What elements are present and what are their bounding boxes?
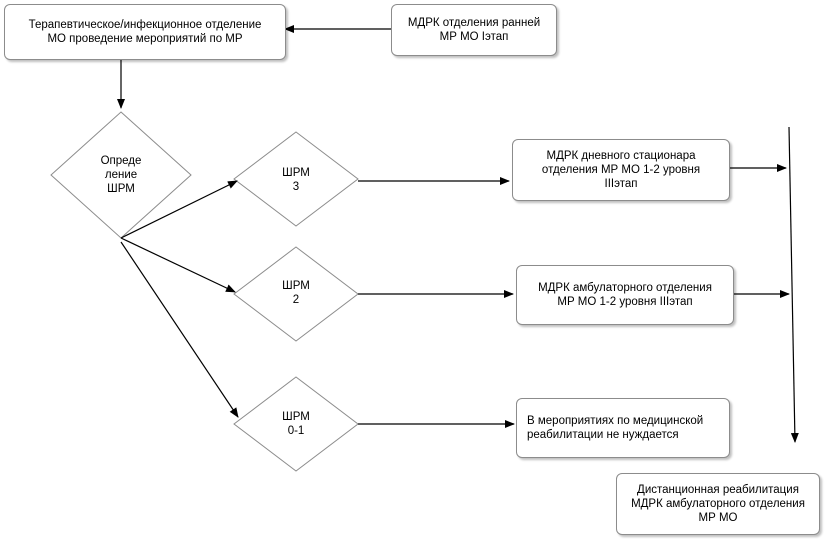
arrow-decision-to-shrm-3 [120,180,238,239]
decision-shrm-0-1-diamond [233,376,359,472]
box-mdrk-early-line1: МДРК отделения ранней [407,17,541,29]
decision-shrm-0-1-line2: 0-1 [287,425,305,437]
box-mdrk-early-line2: МР МО Iэтап [439,31,509,43]
box-mdrk-outpatient-line1: МДРК амбулаторного отделения [538,282,712,294]
decision-shrm-3-line1: ШРМ [282,167,310,179]
decision-shrm-0-1-line1: ШРМ [282,411,310,423]
arrow-decision-to-shrm-2 [120,237,236,293]
arrow-decision-to-shrm-0-1 [120,241,239,418]
decision-shrm-3-line2: 3 [292,181,300,193]
decision-determine-shrm-label: Опреде ление ШРМ [91,154,151,196]
box-no-rehab-needed-line1: В мероприятиях по медицинской [527,415,704,427]
decision-shrm-2-line1: ШРМ [282,280,310,292]
box-mdrk-day-hospital-line1: МДРК дневного стационара [546,150,696,162]
box-mdrk-outpatient: МДРК амбулаторного отделения МР МО 1-2 у… [516,265,734,325]
box-therapy-department: Терапевтическое/инфекционное отделение М… [4,4,286,60]
box-distance-rehab-line3: МР МО [698,512,738,524]
decision-shrm-2-label: ШРМ 2 [271,279,321,307]
vertical-arrow-to-distance [788,126,799,443]
decision-shrm-2-diamond [233,246,359,342]
box-mdrk-outpatient-line2: МР МО 1-2 уровня IIIэтап [557,296,693,308]
box-no-rehab-needed-line2: реабилитации не нуждается [527,429,679,441]
decision-shrm-2-line2: 2 [292,294,300,306]
box-mdrk-day-hospital-line2: отделения МР МО 1-2 уровня [541,164,701,176]
box-therapy-department-line2: МО проведение мероприятий по МР [47,33,243,45]
decision-shrm-3-diamond [233,131,359,227]
box-mdrk-day-hospital: МДРК дневного стационара отделения МР МО… [512,139,730,201]
decision-determine-shrm-line1: Опреде [100,155,142,167]
box-distance-rehab-line1: Дистанционная реабилитация [637,484,799,496]
box-no-rehab-needed: В мероприятиях по медицинской реабилитац… [516,398,730,458]
box-mdrk-day-hospital-line3: IIIэтап [604,178,638,190]
box-therapy-department-line1: Терапевтическое/инфекционное отделение [28,19,262,31]
decision-shrm-0-1-label: ШРМ 0-1 [271,410,321,438]
decision-determine-shrm-line3: ШРМ [107,183,135,195]
box-distance-rehab-line2: МДРК амбулаторного отделения [631,498,805,510]
decision-determine-shrm-line2: ление [104,169,138,181]
box-mdrk-early: МДРК отделения ранней МР МО Iэтап [391,4,557,56]
decision-shrm-3-label: ШРМ 3 [271,166,321,194]
box-distance-rehab: Дистанционная реабилитация МДРК амбулато… [616,473,820,535]
